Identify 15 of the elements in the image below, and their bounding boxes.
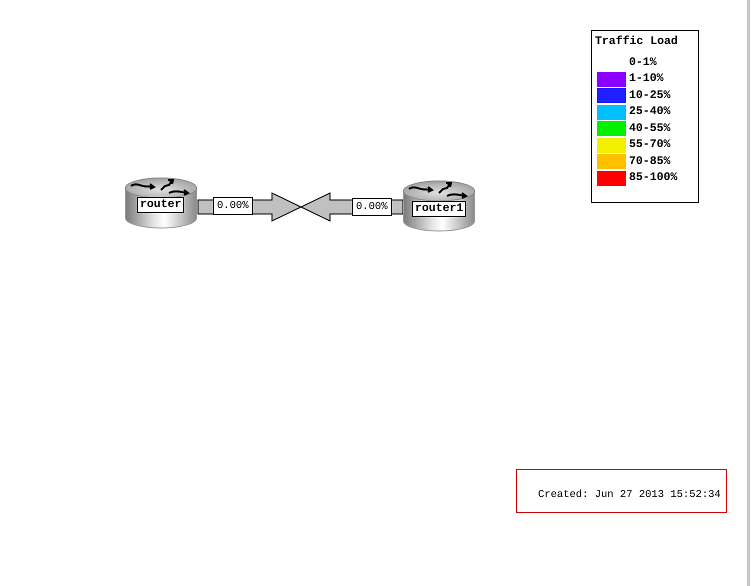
timestamp-frame xyxy=(516,469,727,513)
legend-label: 55-70% xyxy=(629,138,670,152)
legend-label: 25-40% xyxy=(629,105,670,120)
edge-label: 0.00% xyxy=(352,198,392,216)
node-label: router xyxy=(137,197,184,213)
legend-title: Traffic Load xyxy=(595,35,678,49)
legend-label: 10-25% xyxy=(629,88,670,103)
timestamp-text: Created: Jun 27 2013 15:52:34 xyxy=(538,489,721,502)
edge-label: 0.00% xyxy=(213,197,253,215)
node-label: router1 xyxy=(412,201,466,217)
legend-label: 85-100% xyxy=(629,171,678,186)
legend-label: 40-55% xyxy=(629,122,670,136)
legend-label: 1-10% xyxy=(629,72,664,86)
legend-label: 0-1% xyxy=(629,56,657,70)
legend-label: 70-85% xyxy=(629,154,670,169)
